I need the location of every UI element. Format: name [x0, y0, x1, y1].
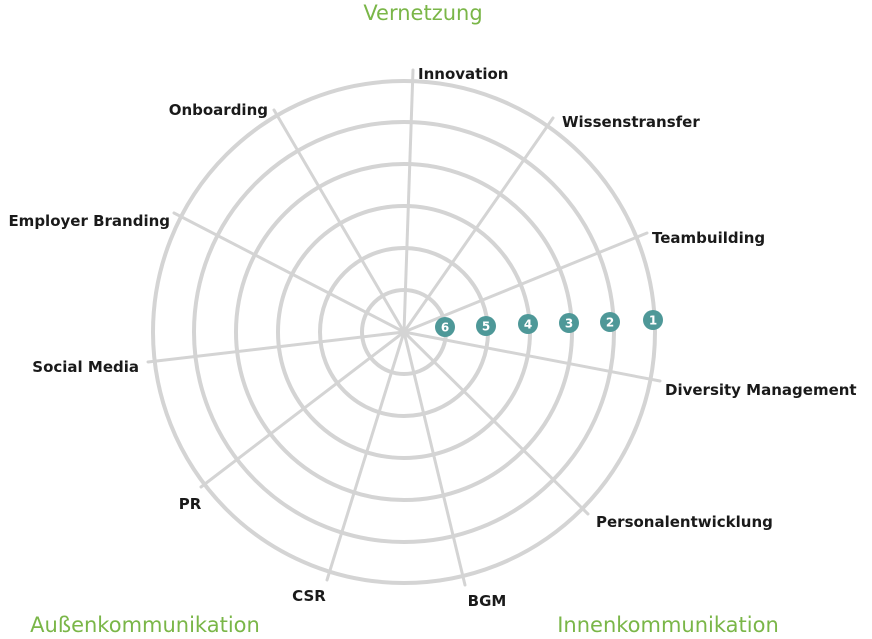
- group-label-vernetzung: Vernetzung: [363, 1, 482, 25]
- ring-marker-label: 6: [441, 321, 449, 335]
- axis-label-personalentwicklung: Personalentwicklung: [596, 513, 773, 531]
- axis-label-employer-branding: Employer Branding: [8, 212, 170, 230]
- axis-label-social-media: Social Media: [32, 358, 139, 376]
- spoke-3: [402, 231, 649, 334]
- axis-label-teambuilding: Teambuilding: [652, 229, 765, 247]
- ring-marker-4: 4: [518, 314, 538, 334]
- axis-spokes: [146, 68, 662, 587]
- ring-marker-2: 2: [600, 312, 620, 332]
- axis-label-csr: CSR: [292, 587, 326, 605]
- spoke-5: [402, 330, 590, 516]
- ring-marker-label: 5: [482, 320, 490, 334]
- ring-marker-circle: [559, 313, 579, 333]
- ring-marker-1: 1: [643, 310, 663, 330]
- ring-marker-6: 6: [435, 317, 455, 337]
- spoke-8: [199, 330, 406, 489]
- ring-marker-label: 3: [565, 317, 573, 331]
- axis-label-bgm: BGM: [468, 592, 507, 610]
- axis-label-onboarding: Onboarding: [169, 101, 268, 119]
- ring-marker-circle: [518, 314, 538, 334]
- ring-markers: 1 2 3 4 5 6: [435, 310, 663, 337]
- ring-marker-circle: [476, 316, 496, 336]
- ring-marker-label: 4: [524, 318, 532, 332]
- ring-marker-5: 5: [476, 316, 496, 336]
- ring-1: [151, 79, 657, 585]
- group-label-innenkommunikation: Innenkommunikation: [557, 613, 779, 637]
- spoke-7: [325, 330, 406, 582]
- spoke-9: [146, 330, 406, 364]
- spoke-1: [402, 68, 415, 334]
- ring-marker-circle: [600, 312, 620, 332]
- axis-label-wissenstransfer: Wissenstransfer: [562, 113, 700, 131]
- spoke-2: [402, 116, 555, 334]
- axis-label-diversity-management: Diversity Management: [665, 381, 857, 399]
- ring-marker-3: 3: [559, 313, 579, 333]
- axis-label-innovation: Innovation: [418, 65, 508, 83]
- group-label-aussenkommunikation: Außenkommunikation: [30, 613, 260, 637]
- ring-marker-circle: [435, 317, 455, 337]
- axis-label-pr: PR: [179, 495, 202, 513]
- spoke-10: [172, 211, 406, 334]
- spoke-4: [402, 330, 662, 383]
- ring-marker-label: 2: [606, 316, 614, 330]
- ring-marker-label: 1: [649, 314, 657, 328]
- ring-marker-circle: [643, 310, 663, 330]
- spoke-11: [272, 108, 406, 334]
- spoke-6: [402, 330, 467, 587]
- ring-2: [192, 120, 616, 544]
